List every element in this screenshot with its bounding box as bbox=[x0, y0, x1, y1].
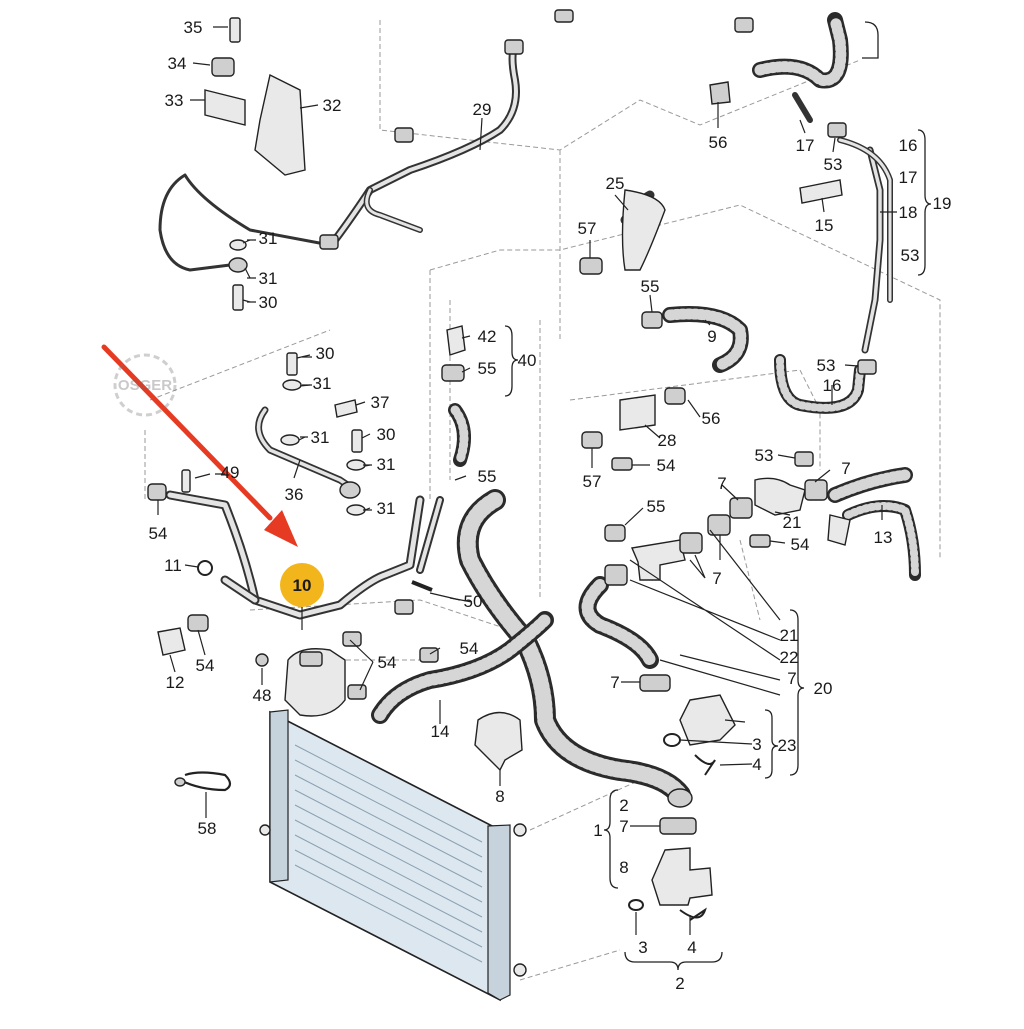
part-label[interactable]: 7 bbox=[717, 474, 726, 493]
part-label[interactable]: 17 bbox=[899, 168, 918, 187]
part-label[interactable]: 7 bbox=[787, 669, 796, 688]
part-label[interactable]: 35 bbox=[184, 18, 203, 37]
part-label[interactable]: 30 bbox=[377, 425, 396, 444]
hoses bbox=[371, 12, 921, 806]
part-label[interactable]: 3 bbox=[638, 938, 647, 957]
part-label[interactable]: 31 bbox=[313, 374, 332, 393]
part-label[interactable]: 7 bbox=[712, 569, 721, 588]
part-label[interactable]: 31 bbox=[311, 428, 330, 447]
part-label[interactable]: 53 bbox=[817, 356, 836, 375]
part-label[interactable]: 54 bbox=[149, 524, 168, 543]
part-label[interactable]: 7 bbox=[610, 673, 619, 692]
part-label[interactable]: 25 bbox=[606, 174, 625, 193]
callout-label: 10 bbox=[293, 576, 312, 595]
part-label[interactable]: 13 bbox=[874, 528, 893, 547]
part-label[interactable]: 54 bbox=[196, 656, 215, 675]
watermark: OSGER bbox=[113, 353, 177, 417]
part-label[interactable]: 22 bbox=[780, 648, 799, 667]
part-label[interactable]: 29 bbox=[473, 100, 492, 119]
part-label[interactable]: 57 bbox=[583, 472, 602, 491]
arrow-head bbox=[264, 510, 298, 547]
part-label[interactable]: 58 bbox=[198, 819, 217, 838]
part-label[interactable]: 2 bbox=[675, 974, 684, 993]
fittings bbox=[147, 9, 877, 921]
watermark-text: OSGER bbox=[118, 377, 172, 394]
part-label[interactable]: 37 bbox=[371, 393, 390, 412]
part-label[interactable]: 40 bbox=[518, 351, 537, 370]
part-label[interactable]: 30 bbox=[259, 293, 278, 312]
part-label[interactable]: 56 bbox=[709, 133, 728, 152]
part-label[interactable]: 7 bbox=[619, 817, 628, 836]
part-label[interactable]: 53 bbox=[824, 155, 843, 174]
part-label[interactable]: 16 bbox=[899, 136, 918, 155]
part-label[interactable]: 8 bbox=[495, 787, 504, 806]
part-label[interactable]: 56 bbox=[702, 409, 721, 428]
part-label[interactable]: 15 bbox=[815, 216, 834, 235]
part-label[interactable]: 31 bbox=[377, 499, 396, 518]
part-label[interactable]: 21 bbox=[783, 513, 802, 532]
part-label[interactable]: 17 bbox=[796, 136, 815, 155]
expansion-tank bbox=[284, 648, 346, 717]
part-label[interactable]: 19 bbox=[933, 194, 952, 213]
part-label[interactable]: 20 bbox=[814, 679, 833, 698]
part-label[interactable]: 31 bbox=[259, 269, 278, 288]
part-label[interactable]: 55 bbox=[641, 277, 660, 296]
leader-lines bbox=[157, 26, 883, 935]
part-label[interactable]: 55 bbox=[478, 359, 497, 378]
part-label[interactable]: 4 bbox=[752, 755, 761, 774]
part-label[interactable]: 31 bbox=[259, 229, 278, 248]
part-label[interactable]: 57 bbox=[578, 219, 597, 238]
part-label[interactable]: 3 bbox=[752, 735, 761, 754]
part-label[interactable]: 32 bbox=[323, 96, 342, 115]
part-label[interactable]: 54 bbox=[791, 535, 810, 554]
part-label[interactable]: 14 bbox=[431, 722, 450, 741]
part-label[interactable]: 23 bbox=[778, 736, 797, 755]
part-label[interactable]: 1 bbox=[593, 821, 602, 840]
label-dashes bbox=[215, 211, 897, 603]
callout-10[interactable]: 10 bbox=[280, 563, 324, 630]
callout-circle bbox=[280, 563, 324, 607]
part-label[interactable]: 48 bbox=[253, 686, 272, 705]
part-label[interactable]: 28 bbox=[658, 431, 677, 450]
part-label[interactable]: 4 bbox=[687, 938, 696, 957]
group-braces bbox=[504, 21, 932, 971]
part-label[interactable]: 50 bbox=[464, 592, 483, 611]
part-label[interactable]: 2 bbox=[619, 796, 628, 815]
part-label[interactable]: 7 bbox=[841, 459, 850, 478]
part-label[interactable]: 54 bbox=[657, 456, 676, 475]
part-labels: 35 34 33 32 29 56 17 53 16 17 18 19 53 1… bbox=[149, 18, 952, 993]
part-label[interactable]: 33 bbox=[165, 91, 184, 110]
part-label[interactable]: 16 bbox=[823, 376, 842, 395]
part-label[interactable]: 53 bbox=[755, 446, 774, 465]
part-label[interactable]: 21 bbox=[780, 626, 799, 645]
part-label[interactable]: 8 bbox=[619, 858, 628, 877]
part-label[interactable]: 11 bbox=[164, 556, 182, 575]
arrow-shaft bbox=[101, 344, 273, 521]
highlight-arrow bbox=[101, 344, 298, 547]
part-label[interactable]: 54 bbox=[378, 653, 397, 672]
part-label[interactable]: 34 bbox=[168, 54, 187, 73]
part-label[interactable]: 53 bbox=[901, 246, 920, 265]
part-label[interactable]: 42 bbox=[478, 327, 497, 346]
part-label[interactable]: 54 bbox=[460, 639, 479, 658]
part-label[interactable]: 55 bbox=[647, 497, 666, 516]
part-label[interactable]: 9 bbox=[707, 327, 716, 346]
part-label[interactable]: 49 bbox=[221, 463, 240, 482]
part-label[interactable]: 30 bbox=[316, 344, 335, 363]
part-label[interactable]: 36 bbox=[285, 485, 304, 504]
part-label[interactable]: 12 bbox=[166, 673, 185, 692]
part-label[interactable]: 18 bbox=[899, 203, 918, 222]
part-label[interactable]: 55 bbox=[478, 467, 497, 486]
part-label[interactable]: 31 bbox=[377, 455, 396, 474]
radiator bbox=[259, 709, 527, 1002]
